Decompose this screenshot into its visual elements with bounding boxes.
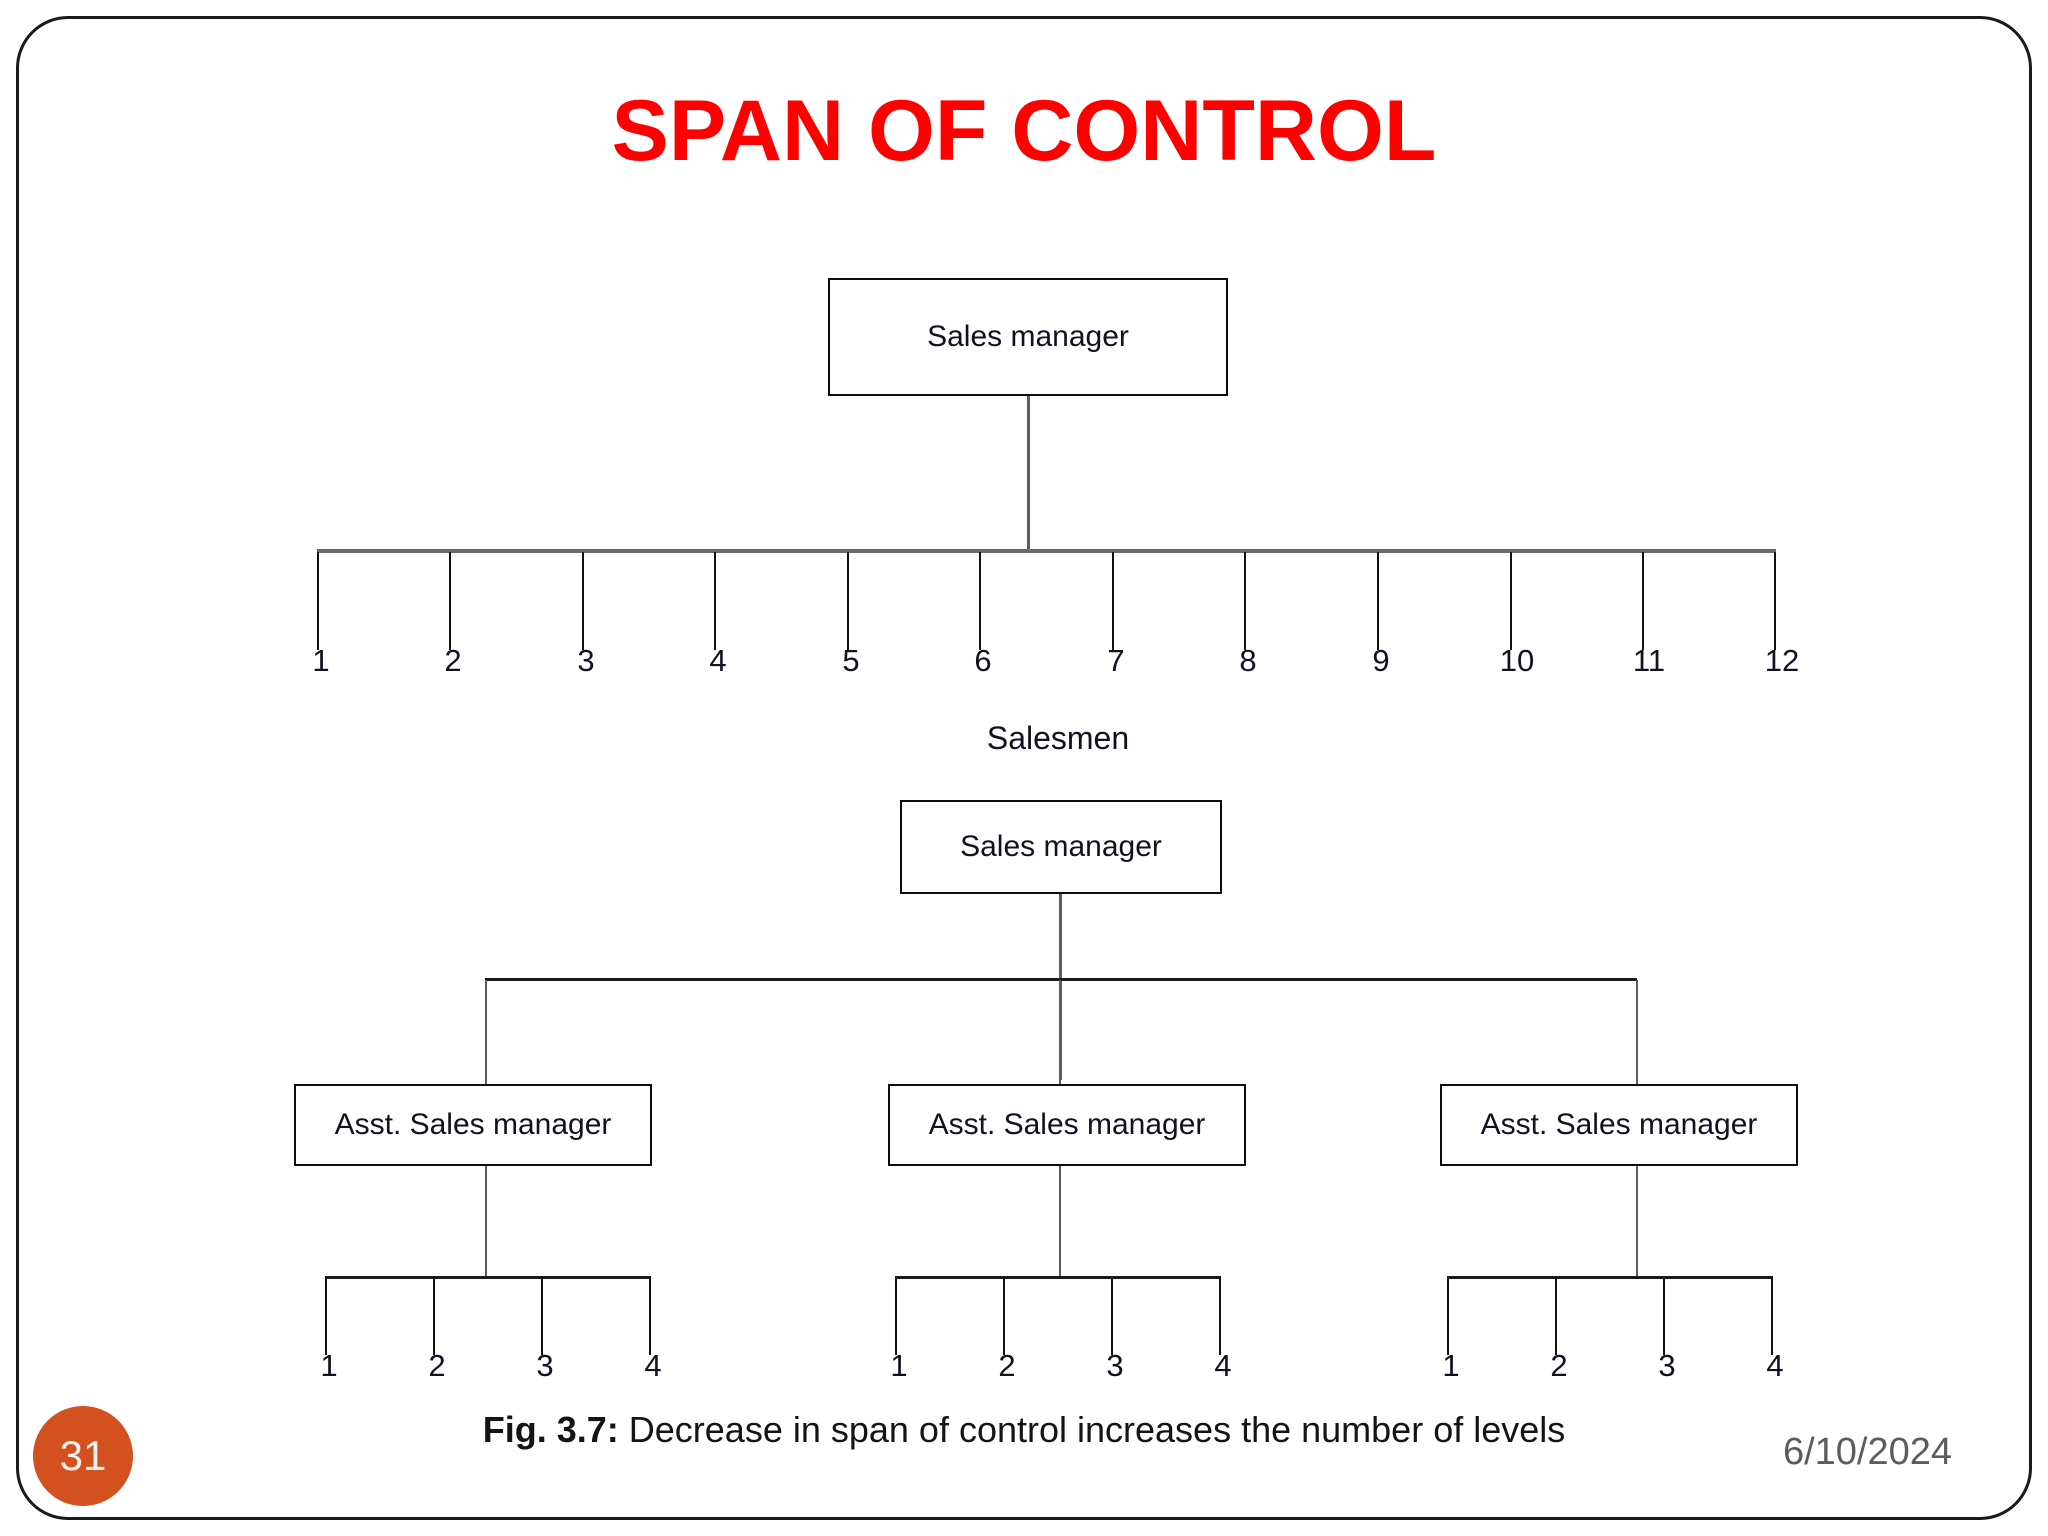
tick-label-3: 3	[577, 643, 595, 678]
asst2-tick-label-3: 3	[1106, 1348, 1124, 1383]
tick-label-11: 11	[1632, 643, 1666, 678]
connector-asst2-bus	[895, 1276, 1221, 1279]
node-label: Sales manager	[960, 830, 1162, 863]
page-title: SPAN OF CONTROL	[611, 83, 1437, 179]
tick-label-8: 8	[1239, 643, 1257, 678]
tick-label-6: 6	[974, 643, 992, 678]
asst3-tick-label-3: 3	[1658, 1348, 1676, 1383]
node-sales-manager-bottom: Sales manager	[900, 800, 1222, 894]
asst1-tick-drop-3	[541, 1279, 543, 1355]
node-label: Asst. Sales manager	[928, 1108, 1206, 1141]
tick-label-5: 5	[842, 643, 860, 678]
tick-drop-6	[979, 552, 981, 650]
page-number-badge: 31	[33, 1406, 133, 1506]
connector-asst3-drop	[1636, 1166, 1638, 1278]
tick-drop-8	[1244, 552, 1246, 650]
asst1-tick-label-2: 2	[428, 1348, 446, 1383]
connector-asst3-bus	[1447, 1276, 1773, 1279]
asst3-tick-drop-4	[1771, 1279, 1773, 1355]
tick-label-4: 4	[709, 643, 727, 678]
tick-label-2: 2	[444, 643, 462, 678]
tick-drop-1	[317, 552, 319, 650]
tick-drop-3	[582, 552, 584, 650]
node-asst-sales-manager-3: Asst. Sales manager	[1440, 1084, 1798, 1166]
asst3-tick-drop-2	[1555, 1279, 1557, 1355]
node-label: Asst. Sales manager	[1480, 1108, 1758, 1141]
connector-branch-bus	[485, 978, 1637, 981]
date-stamp: 6/10/2024	[1782, 1431, 1952, 1473]
asst2-tick-drop-2	[1003, 1279, 1005, 1355]
asst1-tick-drop-4	[649, 1279, 651, 1355]
asst2-tick-label-2: 2	[998, 1348, 1016, 1383]
asst3-tick-drop-3	[1663, 1279, 1665, 1355]
page-number-value: 31	[59, 1432, 107, 1479]
tick-drop-12	[1774, 552, 1776, 650]
connector-asst1-drop	[485, 1166, 487, 1278]
label-salesmen: Salesmen	[986, 720, 1130, 756]
connector-branch-drop-2	[1059, 980, 1061, 1100]
asst2-tick-drop-4	[1219, 1279, 1221, 1355]
asst1-tick-label-1: 1	[320, 1348, 338, 1383]
figure-caption-text: Decrease in span of control increases th…	[618, 1409, 1566, 1450]
tick-drop-5	[847, 552, 849, 650]
asst3-tick-label-4: 4	[1766, 1348, 1784, 1383]
connector-branch-drop-3	[1636, 980, 1638, 1100]
asst2-tick-drop-1	[895, 1279, 897, 1355]
tick-drop-10	[1510, 552, 1512, 650]
asst3-tick-label-2: 2	[1550, 1348, 1568, 1383]
connector-root-drop	[1027, 396, 1030, 552]
asst2-tick-drop-3	[1111, 1279, 1113, 1355]
node-asst-sales-manager-2: Asst. Sales manager	[888, 1084, 1246, 1166]
tick-label-7: 7	[1107, 643, 1125, 678]
figure-caption: Fig. 3.7: Decrease in span of control in…	[0, 1409, 2048, 1451]
tick-drop-11	[1642, 552, 1644, 650]
node-sales-manager-top: Sales manager	[828, 278, 1228, 396]
asst3-tick-drop-1	[1447, 1279, 1449, 1355]
tick-label-12: 12	[1764, 643, 1800, 678]
tick-drop-2	[449, 552, 451, 650]
connector-branch-drop-1	[485, 980, 487, 1100]
slide-border	[16, 16, 2032, 1520]
asst1-tick-drop-2	[433, 1279, 435, 1355]
asst3-tick-label-1: 1	[1442, 1348, 1460, 1383]
figure-caption-prefix: Fig. 3.7:	[482, 1409, 619, 1450]
asst2-tick-label-1: 1	[890, 1348, 908, 1383]
asst1-tick-drop-1	[325, 1279, 327, 1355]
tick-label-1: 1	[312, 643, 330, 678]
connector-asst2-drop	[1059, 1166, 1061, 1278]
tick-drop-4	[714, 552, 716, 650]
node-label: Asst. Sales manager	[334, 1108, 612, 1141]
tick-drop-9	[1377, 552, 1379, 650]
connector-asst1-bus	[325, 1276, 651, 1279]
node-asst-sales-manager-1: Asst. Sales manager	[294, 1084, 652, 1166]
asst1-tick-label-4: 4	[644, 1348, 662, 1383]
node-label: Sales manager	[927, 320, 1129, 353]
asst2-tick-label-4: 4	[1214, 1348, 1232, 1383]
connector-horizontal-bus	[317, 549, 1776, 553]
tick-label-9: 9	[1372, 643, 1390, 678]
asst1-tick-label-3: 3	[536, 1348, 554, 1383]
tick-label-10: 10	[1499, 643, 1535, 678]
tick-drop-7	[1112, 552, 1114, 650]
